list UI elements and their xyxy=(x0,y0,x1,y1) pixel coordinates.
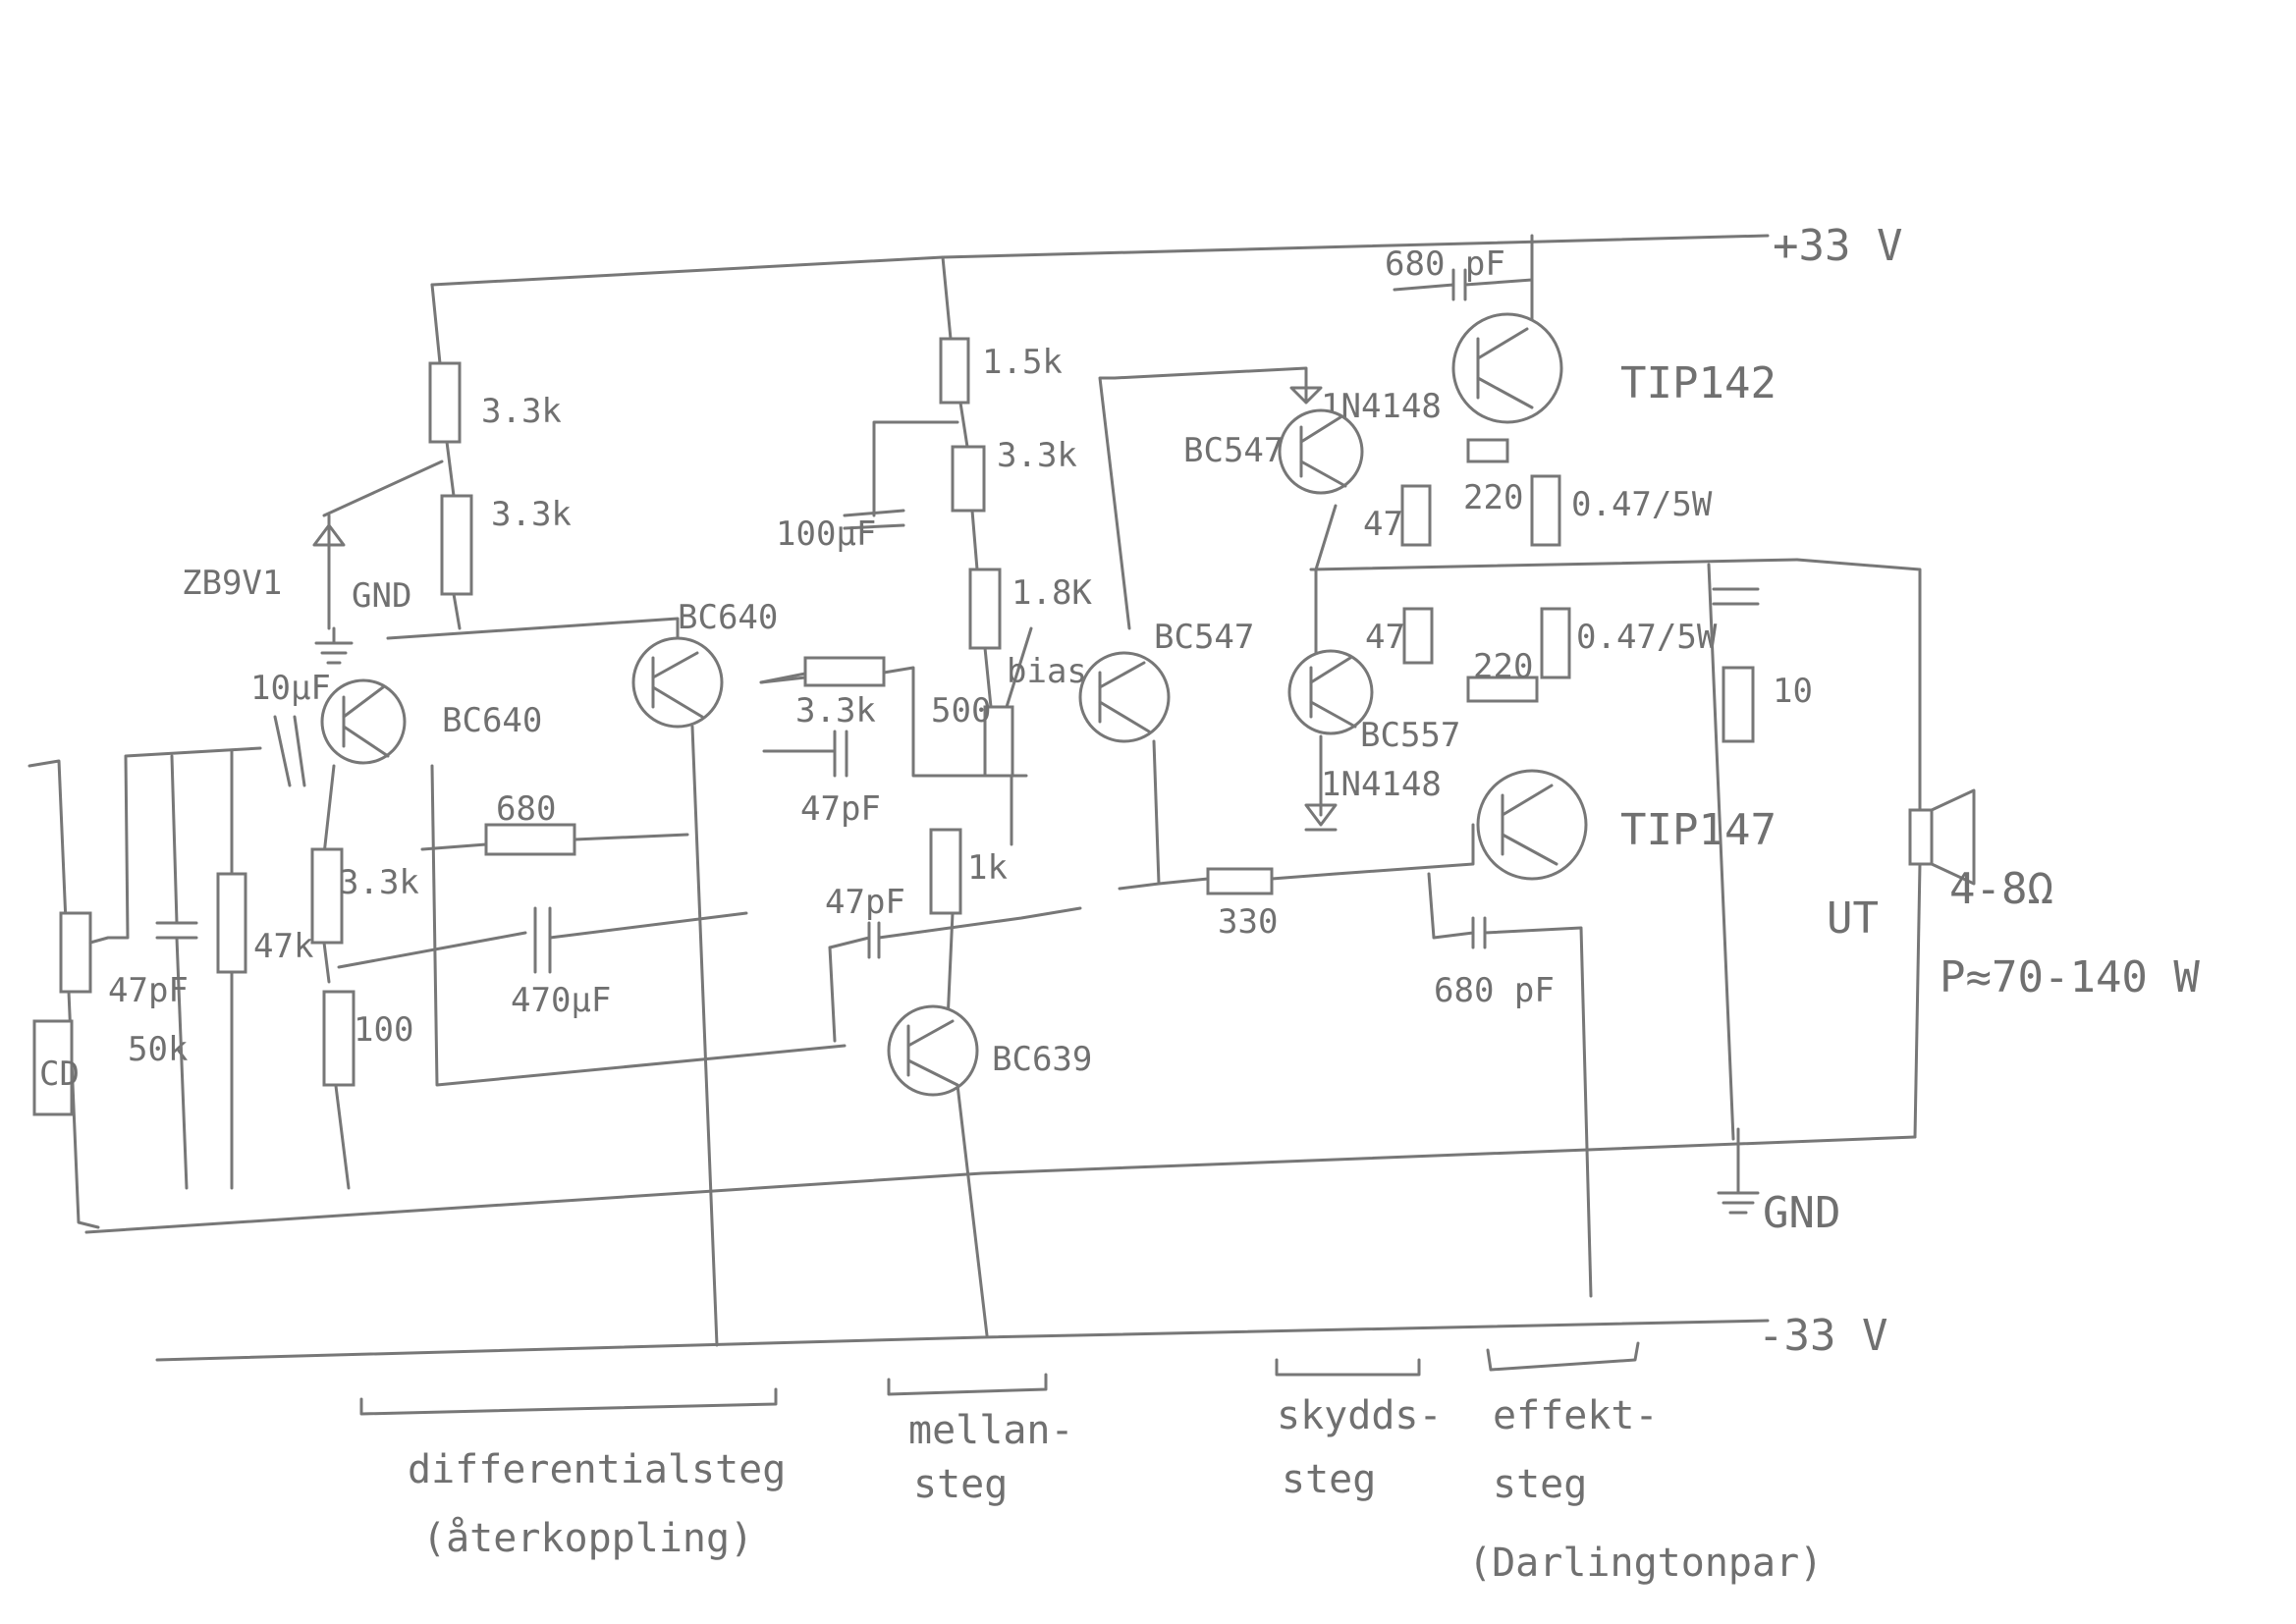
protection-diode-bottom-label: 1N4148 xyxy=(1321,765,1442,804)
driver-transistor-label: BC547 xyxy=(1154,618,1254,657)
cd-source-box xyxy=(32,1019,74,1116)
protection-transistor-top xyxy=(1278,408,1364,495)
positive-rail: +33 V xyxy=(430,221,1902,287)
output-transistor-bottom-label: TIP147 xyxy=(1620,805,1777,855)
miller-cap-value: 47pF xyxy=(825,883,905,922)
diff-emitter-resistor-value: 3.3k xyxy=(339,863,419,902)
protection-transistor-top-label: BC547 xyxy=(1183,431,1284,470)
bias-pot-value: 500 xyxy=(931,691,991,731)
differential-stage: 3.3k 3.3k BC640 BC640 3.3k 100 680 470μF xyxy=(310,283,847,1347)
output-stage: 680 pF TIP142 0.47/5W 0.47/5W TIP147 680… xyxy=(1334,234,1813,1298)
output-transistor-bottom xyxy=(1476,769,1588,881)
speaker-impedance: 4-8Ω xyxy=(1949,864,2053,914)
mid-resistor-3 xyxy=(968,568,1002,650)
negative-rail-label: -33 V xyxy=(1758,1311,1887,1361)
protection-220-top-value: 220 xyxy=(1463,478,1523,517)
pot-value: 50k xyxy=(128,1030,188,1069)
negative-rail: -33 V xyxy=(155,1311,1887,1362)
section-out-line3: (Darlingtonpar) xyxy=(1468,1541,1823,1586)
diff-resistor-top2 xyxy=(440,494,473,596)
diff-transistor-1 xyxy=(320,678,407,765)
protection-resistor-top xyxy=(1400,484,1432,547)
ground-label: GND xyxy=(1763,1188,1840,1238)
diff-bottom-resistor-value: 100 xyxy=(354,1010,413,1050)
output-transistor-top xyxy=(1451,312,1563,424)
mid-resistor-2-value: 3.3k xyxy=(997,436,1077,475)
bootstrap-cap-value: 100μF xyxy=(776,514,876,554)
diff-bottom-resistor xyxy=(322,990,355,1087)
mid-resistor-3-value: 1.8K xyxy=(1011,573,1092,613)
section-out-line1: effekt- xyxy=(1493,1393,1659,1438)
section-mid-line2: steg xyxy=(913,1462,1008,1507)
driver-resistor xyxy=(1206,867,1274,895)
feedback-resistor xyxy=(484,823,576,856)
mid-stage: 1.5k 3.3k 1.8K 100μF bias 500 3.3k 47pF … xyxy=(759,255,1092,1337)
zobel-resistor-value: 10 xyxy=(1773,672,1813,711)
mid-resistor-1-value: 1.5k xyxy=(982,343,1063,382)
mid-resistor-1 xyxy=(939,337,970,405)
diff-transistor-2 xyxy=(631,636,724,729)
feedback-cap-value: 470μF xyxy=(511,981,611,1020)
protection-220-bottom xyxy=(1466,676,1539,703)
speaker: UT 4-8Ω P≈70-140 W xyxy=(1795,558,2200,1139)
zener-part: ZB9V1 xyxy=(182,564,282,603)
protection-220-bottom-value: 220 xyxy=(1473,647,1533,686)
section-mid-line1: mellan- xyxy=(908,1408,1074,1453)
speaker-label: UT xyxy=(1827,893,1879,944)
section-diff-line1: differentialsteg xyxy=(408,1447,786,1492)
vas-transistor xyxy=(887,1004,979,1097)
emitter-resistor-bottom-value: 0.47/5W xyxy=(1576,618,1718,657)
zener-gnd-label: GND xyxy=(352,576,411,616)
driver-transistor xyxy=(1078,651,1171,743)
mid-load-resistor-value: 1k xyxy=(967,848,1008,888)
diff-resistor-top1 xyxy=(428,361,462,444)
section-out-line2: steg xyxy=(1493,1462,1587,1507)
series-cap-value: 47pF xyxy=(800,789,881,829)
bias-label: bias xyxy=(1007,652,1087,691)
input-resistor-value: 47k xyxy=(253,927,313,966)
positive-rail-label: +33 V xyxy=(1773,221,1902,271)
output-cap-top-label: 680 pF xyxy=(1385,244,1505,284)
diff-transistor-1-label: BC640 xyxy=(442,701,542,740)
mid-resistor-2 xyxy=(951,445,986,513)
protection-resistor-bottom xyxy=(1402,607,1434,665)
diff-resistor-top1-value: 3.3k xyxy=(481,392,562,431)
section-prot-line1: skydds- xyxy=(1277,1393,1443,1438)
series-resistor xyxy=(803,656,886,687)
ground-bus: GND xyxy=(84,1127,1917,1238)
driver-stage: BC547 330 xyxy=(1078,376,1338,942)
protection-stage: 1N4148 BC547 47 220 BC557 47 220 1N4148 xyxy=(1113,366,1799,832)
diff-resistor-top2-value: 3.3k xyxy=(491,495,572,534)
emitter-resistor-top xyxy=(1530,474,1561,547)
feedback-resistor-value: 680 xyxy=(496,789,556,829)
emitter-resistor-bottom xyxy=(1540,607,1571,679)
coupling-cap-value: 10μF xyxy=(250,669,331,708)
diff-transistor-2-label: BC640 xyxy=(678,598,778,637)
zener-reference: ZB9V1 GND xyxy=(182,460,444,665)
input-section: CD 50k 47pF 47k 10μF xyxy=(27,669,331,1229)
input-pot xyxy=(59,911,92,994)
sense-resistor-small xyxy=(1466,438,1509,463)
zobel-resistor xyxy=(1722,666,1755,743)
speaker-icon xyxy=(1908,808,1934,866)
driver-resistor-value: 330 xyxy=(1218,902,1278,942)
output-cap-bottom-label: 680 pF xyxy=(1434,971,1555,1010)
mid-load-resistor xyxy=(929,828,962,915)
speaker-power: P≈70-140 W xyxy=(1940,952,2200,1002)
emitter-resistor-top-value: 0.47/5W xyxy=(1571,485,1713,524)
input-resistor xyxy=(216,872,247,974)
section-prot-line2: steg xyxy=(1282,1457,1376,1502)
output-transistor-top-label: TIP142 xyxy=(1620,358,1777,408)
protection-resistor-top-value: 47 xyxy=(1363,505,1403,544)
section-labels: differentialsteg (återkoppling) mellan- … xyxy=(359,1341,1823,1586)
section-diff-line2: (återkoppling) xyxy=(422,1516,753,1561)
cd-source-label: CD xyxy=(39,1055,80,1094)
input-cap-value: 47pF xyxy=(108,971,189,1010)
vas-transistor-label: BC639 xyxy=(992,1040,1092,1079)
diff-emitter-resistor xyxy=(310,847,344,945)
protection-resistor-bottom-value: 47 xyxy=(1365,618,1405,657)
series-resistor-value: 3.3k xyxy=(795,691,876,731)
protection-transistor-bottom-label: BC557 xyxy=(1360,716,1460,755)
